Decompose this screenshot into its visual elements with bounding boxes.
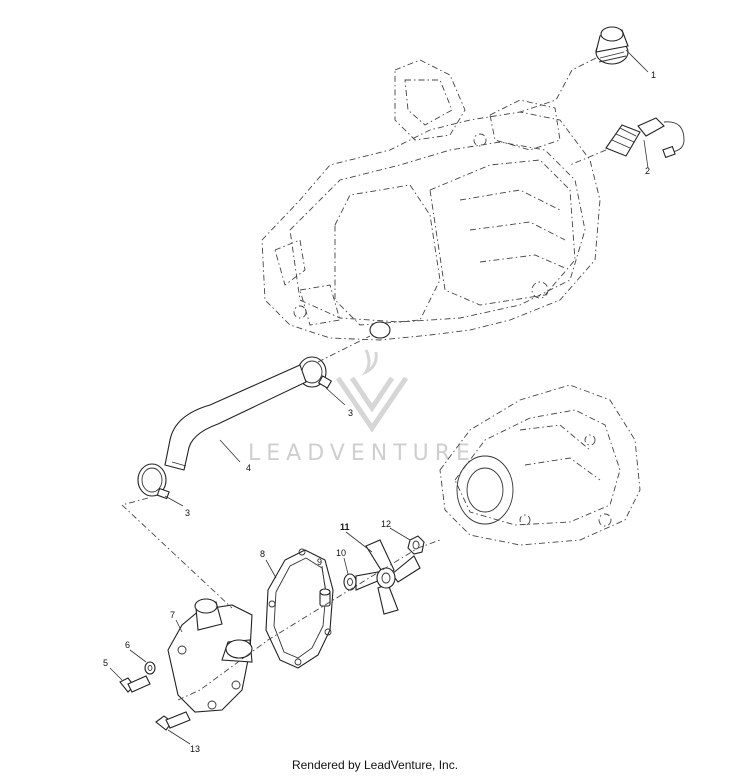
part-1-cap (595, 26, 629, 65)
callout-2: 2 (645, 166, 650, 176)
footer-credit: Rendered by LeadVenture, Inc. (291, 758, 459, 772)
leadventure-watermark: LEADVENTURE (248, 349, 476, 466)
crankcase-assembly (439, 384, 641, 546)
part-9-plug (319, 588, 331, 607)
part-5-bolt (119, 675, 151, 693)
part-13-bolt (155, 711, 191, 731)
part-8-gasket (265, 548, 334, 669)
callout-1: 1 (651, 70, 656, 80)
watermark-text: LEADVENTURE (248, 441, 476, 466)
callout-4: 4 (246, 463, 251, 473)
callout-11: 11 (340, 522, 350, 532)
callout-12: 12 (381, 519, 391, 529)
callout-13: 13 (190, 744, 200, 754)
part-12-nut (407, 535, 425, 555)
callout-8: 8 (260, 549, 265, 559)
leader-lines (109, 49, 649, 745)
part-7-pump-cover (167, 598, 253, 713)
part-10-washer (343, 573, 357, 591)
part-2-sensor (605, 117, 685, 159)
callout-3-upper: 3 (348, 408, 353, 418)
part-11-impeller (355, 539, 421, 615)
callout-7: 7 (170, 610, 175, 620)
part-3-hose-clamp-lower (137, 463, 170, 500)
callout-labels: 1 2 3 3 4 5 6 7 8 9 10 11 12 13 (103, 70, 656, 754)
callout-6: 6 (125, 640, 130, 650)
part-4-coolant-hose (164, 364, 307, 471)
cylinder-head-assembly (261, 59, 601, 341)
callout-5: 5 (103, 658, 108, 668)
callout-3-lower: 3 (185, 508, 190, 518)
callout-10: 10 (336, 548, 346, 558)
callout-9: 9 (317, 557, 322, 567)
part-6-washer (144, 661, 156, 675)
